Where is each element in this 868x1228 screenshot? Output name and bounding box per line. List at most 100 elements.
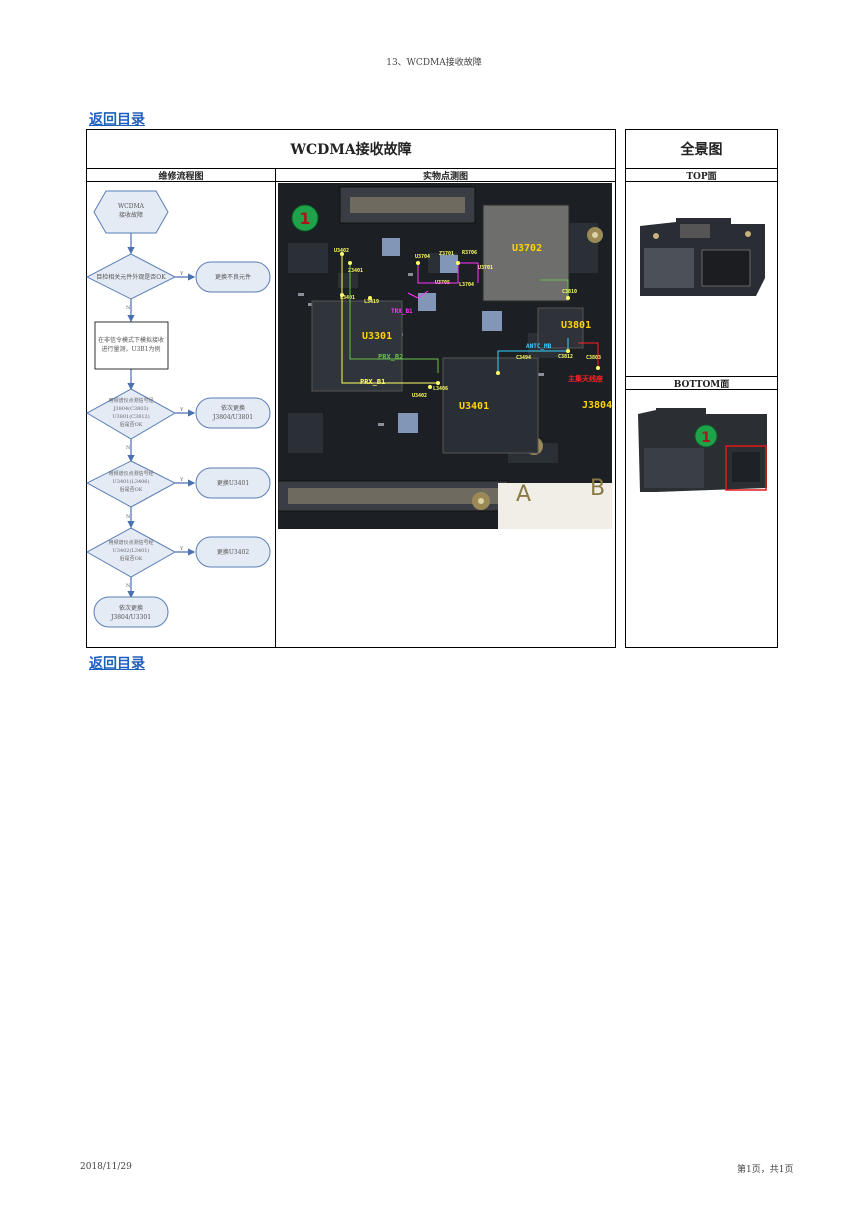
label-c3810: C3810 xyxy=(562,289,577,295)
trace-red xyxy=(578,342,599,368)
action-replace-bad-parts xyxy=(195,261,271,293)
q3-no: N xyxy=(126,514,131,520)
q4-text-2: U3402(L3401) xyxy=(113,547,150,554)
q3-text-2: U3401(L3406) xyxy=(113,478,150,485)
q4-no: N xyxy=(126,583,131,589)
chip-u3402 xyxy=(398,413,418,433)
q4-text-1: 用频谱仪点测信号经 xyxy=(108,539,153,546)
q2-text-1: 用频谱仪点测信号经 xyxy=(108,397,153,404)
probe-points xyxy=(340,252,600,389)
decision-j3804-u3801 xyxy=(86,388,177,440)
decision-visual-check xyxy=(86,253,177,300)
start-node xyxy=(93,190,169,234)
top-side-board-image xyxy=(640,218,765,296)
flow-header-text: 维修流程图 xyxy=(158,171,204,182)
chip-u3301 xyxy=(311,300,403,392)
connector-pins xyxy=(350,197,465,213)
a2-text-2: J3804/U3801 xyxy=(212,414,253,421)
label-z3401: Z3401 xyxy=(348,268,363,274)
connector-pins xyxy=(288,488,498,504)
q2-text-2: J3804(C3803) xyxy=(112,405,148,412)
chip-u3401 xyxy=(442,357,539,454)
decision-u3402 xyxy=(86,527,177,578)
main-table-title: WCDMA接收故障 xyxy=(86,129,616,169)
chip-z3701 xyxy=(440,255,458,273)
chip-z3401 xyxy=(418,293,436,311)
label-c3803: C3803 xyxy=(586,355,601,361)
step1-text-1: 在非信令模式下模拟接收 xyxy=(98,336,164,344)
flow-column-header: 维修流程图 xyxy=(86,168,276,182)
q1-text: 目检相关元件外观是否OK xyxy=(96,273,166,281)
chip-u3702 xyxy=(482,204,570,302)
board-letter-b: B xyxy=(590,476,605,501)
decision-u3401 xyxy=(86,460,177,508)
label-l3401: L3401 xyxy=(340,295,355,301)
q4-yes: Y xyxy=(179,546,184,552)
label-l3419: L3419 xyxy=(364,299,379,305)
label-u3402-bottom: U3402 xyxy=(412,393,427,399)
q3-yes: Y xyxy=(179,477,184,483)
pcb-probe-photo: A B U3702 U3801 U3301 U3401 J3804 U3402 … xyxy=(278,183,612,529)
q4-text-3: 后是否OK xyxy=(120,555,143,562)
q3-text-1: 用频谱仪点测信号经 xyxy=(108,470,153,477)
end-node xyxy=(93,596,169,628)
chip-filter xyxy=(482,311,502,331)
label-main-antenna: 主集天线座 xyxy=(568,374,603,383)
back-to-contents-link-top[interactable]: 返回目录 xyxy=(89,112,145,128)
label-u3401: U3401 xyxy=(459,401,489,412)
label-u3801: U3801 xyxy=(561,320,591,331)
bottom-side-text: BOTTOM面 xyxy=(673,379,730,390)
a4-text: 更换U3402 xyxy=(217,548,250,556)
label-u3402-top: U3402 xyxy=(334,248,349,254)
end-text-2: J3804/U3301 xyxy=(110,614,151,621)
bottom-location-marker xyxy=(694,424,718,448)
label-prx-b1: PRX_B1 xyxy=(360,378,385,386)
label-prx-b2: PRX_B2 xyxy=(378,353,403,361)
end-text-1: 依次更换 xyxy=(119,604,143,612)
top-side-text: TOP面 xyxy=(686,171,717,182)
bottom-components-area xyxy=(644,448,704,488)
page-header: 13、WCDMA接收故障 xyxy=(386,58,482,68)
location-marker-number: 1 xyxy=(299,209,310,228)
label-z3701: Z3701 xyxy=(439,251,454,257)
q3-text-3: 后是否OK xyxy=(120,486,143,493)
start-text-1: WCDMA xyxy=(118,203,145,210)
overview-title-text: 全景图 xyxy=(680,142,723,158)
footer-date: 2018/11/29 xyxy=(80,1162,132,1172)
board-edge xyxy=(498,483,612,529)
trace-magenta xyxy=(417,262,479,284)
photo-column-header: 实物点测图 xyxy=(275,168,616,182)
label-antc-mb: ANTC_MB xyxy=(526,343,552,350)
photo-cell xyxy=(275,181,616,648)
location-marker xyxy=(291,204,319,232)
bottom-side-board-image: 1 xyxy=(638,408,767,492)
bottom-side-cell xyxy=(625,389,778,648)
photo-header-text: 实物点测图 xyxy=(422,171,468,182)
label-u3704: U3704 xyxy=(415,254,430,260)
q2-text-3: U3801(C3812) xyxy=(112,413,149,420)
a3-text: 更换U3401 xyxy=(217,479,249,487)
trace-antc xyxy=(497,338,569,373)
label-u3702: U3702 xyxy=(512,243,542,254)
highlight-box xyxy=(725,445,767,491)
overview-title: 全景图 xyxy=(625,129,778,169)
q1-no: N xyxy=(126,305,131,311)
label-j3804: J3804 xyxy=(582,400,612,411)
q2-no: N xyxy=(126,445,131,451)
sim-tray xyxy=(644,248,694,288)
footer-page-number: 第1页，共1页 xyxy=(737,1165,794,1175)
board-letter-a: A xyxy=(516,482,531,507)
label-u3301: U3301 xyxy=(362,331,392,342)
action-replace-u3401 xyxy=(195,467,271,499)
process-measure-step xyxy=(94,321,169,370)
top-connector xyxy=(680,224,710,238)
label-l3406: L3406 xyxy=(433,386,448,392)
top-side-header: TOP面 xyxy=(625,168,778,182)
a2-text-1: 依次更换 xyxy=(221,404,245,412)
label-r3706: R3706 xyxy=(462,250,477,256)
back-to-contents-link-bottom[interactable]: 返回目录 xyxy=(89,656,145,672)
bottom-side-header: BOTTOM面 xyxy=(625,376,778,390)
q2-yes: Y xyxy=(179,407,184,413)
main-title-text: WCDMA接收故障 xyxy=(290,142,412,158)
q2-text-4: 后是否OK xyxy=(120,421,143,428)
